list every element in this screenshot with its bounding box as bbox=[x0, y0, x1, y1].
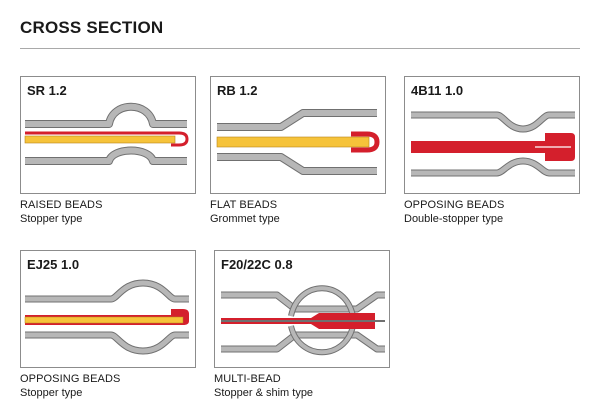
bead-type-name: FLAT BEADS bbox=[210, 199, 278, 211]
section-card-sr12: SR 1.2 RAISED BEADS Stopper type bbox=[20, 76, 196, 226]
bead-type-name: MULTI-BEAD bbox=[214, 373, 281, 385]
bead-lower-arc bbox=[288, 325, 356, 356]
page-title: CROSS SECTION bbox=[20, 18, 164, 37]
red-grommet bbox=[351, 131, 380, 153]
gasket-code: SR 1.2 bbox=[27, 83, 67, 98]
yellow-core-layer bbox=[24, 135, 176, 144]
section-card-rb12: RB 1.2 FLAT BEADS Grommet type bbox=[210, 76, 386, 226]
cross-section-diagram bbox=[216, 109, 380, 175]
cross-section-diagram bbox=[24, 279, 189, 355]
yellow-core-layer bbox=[24, 316, 184, 324]
bead-subtype: Stopper type bbox=[20, 213, 83, 225]
gasket-code: EJ25 1.0 bbox=[27, 257, 80, 272]
bead-subtype: Grommet type bbox=[210, 213, 280, 225]
cross-section-diagram bbox=[411, 111, 575, 177]
section-card-f2022c: F20/22C 0.8 MULTI-BEAD Stopper & shim ty… bbox=[214, 250, 390, 400]
cross-section-diagram bbox=[221, 285, 385, 356]
section-card-ej25: EJ25 1.0 OPPOSING BEADS Stopper type bbox=[20, 250, 196, 400]
bead-type-name: OPPOSING BEADS bbox=[20, 373, 121, 385]
gasket-code: RB 1.2 bbox=[217, 83, 258, 98]
title-divider bbox=[20, 48, 580, 49]
gasket-code: 4B11 1.0 bbox=[411, 83, 464, 98]
diagram-panel: 4B11 1.0 bbox=[404, 76, 580, 194]
diagram-panel: SR 1.2 bbox=[20, 76, 196, 194]
bead-type-name: RAISED BEADS bbox=[20, 199, 103, 211]
cross-section-diagram bbox=[24, 102, 189, 165]
gasket-code: F20/22C 0.8 bbox=[221, 257, 293, 272]
yellow-core-layer bbox=[216, 136, 370, 148]
red-stopper-fold bbox=[25, 131, 189, 147]
red-stopper-layer bbox=[411, 133, 575, 161]
diagram-panel: RB 1.2 bbox=[210, 76, 386, 194]
bead-type-name: OPPOSING BEADS bbox=[404, 199, 505, 211]
diagram-panel: EJ25 1.0 bbox=[20, 250, 196, 368]
diagram-panel: F20/22C 0.8 bbox=[214, 250, 390, 368]
section-card-4b11: 4B11 1.0 OPPOSING BEADS Double-stopper t… bbox=[404, 76, 580, 226]
bead-subtype: Stopper & shim type bbox=[214, 387, 314, 399]
bead-subtype: Double-stopper type bbox=[404, 213, 504, 225]
bead-subtype: Stopper type bbox=[20, 387, 83, 399]
